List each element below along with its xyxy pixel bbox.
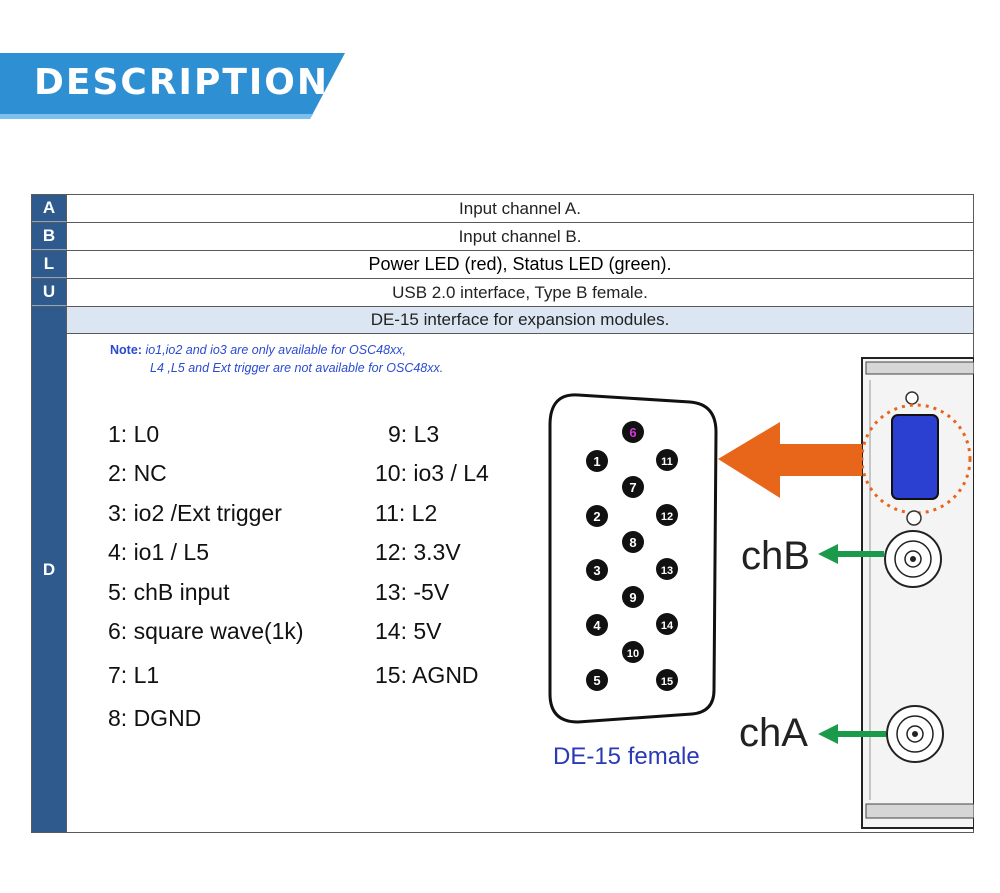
de15-pin-8: 8	[622, 531, 644, 553]
svg-text:14: 14	[661, 620, 674, 632]
svg-text:12: 12	[661, 511, 673, 523]
pin-label: 9: L3	[388, 421, 440, 447]
row-key-d: D	[32, 307, 67, 832]
description-table: A Input channel A. B Input channel B. L …	[31, 194, 974, 833]
de15-pin-12: 12	[656, 504, 678, 526]
svg-text:15: 15	[661, 676, 673, 688]
table-row-a: A Input channel A.	[32, 195, 973, 223]
pin-label: 2: NC	[108, 460, 167, 486]
note: Note: io1,io2 and io3 are only available…	[110, 343, 444, 375]
device-body	[860, 357, 974, 829]
de15-pin-2: 2	[586, 505, 608, 527]
pin-label: 1: L0	[108, 421, 160, 447]
pin-label: 12: 3.3V	[375, 539, 461, 565]
svg-text:8: 8	[629, 535, 636, 550]
pin-label: 13: -5V	[375, 579, 450, 605]
de15-pin-1: 1	[586, 450, 608, 472]
de15-pin-15: 15	[656, 669, 678, 691]
table-row-b: B Input channel B.	[32, 223, 973, 251]
pin-label: 3: io2 /Ext trigger	[108, 500, 282, 526]
svg-text:5: 5	[593, 673, 600, 688]
pin-label: 6: square wave(1k)	[108, 618, 304, 644]
pin-label: 4: io1 / L5	[108, 539, 210, 565]
note-label: Note	[110, 343, 138, 357]
row-value: Input channel A.	[459, 198, 581, 218]
de15-pin-6: 6	[622, 421, 644, 443]
de15-pin-9: 9	[622, 586, 644, 608]
svg-text:9: 9	[629, 590, 636, 605]
de15-pin-4: 4	[586, 614, 608, 636]
note-line-2: L4 ,L5 and Ext trigger are not available…	[150, 361, 444, 375]
chb-label: chB	[741, 534, 810, 578]
svg-text:7: 7	[629, 480, 636, 495]
orange-arrow	[718, 422, 862, 498]
green-pointer-cha	[818, 724, 886, 744]
pin-label: 8: DGND	[108, 705, 202, 731]
svg-text:6: 6	[629, 425, 636, 440]
pin-label: 14: 5V	[375, 618, 442, 644]
pin-label: 7: L1	[108, 662, 160, 688]
de15-outline	[548, 393, 718, 724]
table-row-u: U USB 2.0 interface, Type B female.	[32, 279, 973, 307]
svg-text:3: 3	[593, 563, 600, 578]
table-row-l: L Power LED (red), Status LED (green).	[32, 251, 973, 279]
row-value: Power LED (red), Status LED (green).	[368, 254, 672, 274]
row-key: L	[32, 251, 67, 278]
de15-pin-13: 13	[656, 558, 678, 580]
svg-text:4: 4	[593, 618, 601, 633]
svg-text:10: 10	[627, 648, 639, 660]
svg-text:11: 11	[661, 456, 673, 468]
row-value: USB 2.0 interface, Type B female.	[392, 282, 648, 302]
de15-caption: DE-15 female	[553, 743, 700, 770]
banner-shape	[0, 53, 345, 119]
de15-pin-10: 10	[622, 641, 644, 663]
row-key: A	[32, 195, 67, 222]
banner-title: DESCRIPTION	[34, 62, 330, 103]
row-key: B	[32, 223, 67, 250]
label-column	[32, 195, 67, 832]
de15-pin-14: 14	[656, 613, 678, 635]
pin-label: 11: L2	[375, 500, 438, 526]
row-value: Input channel B.	[458, 226, 582, 246]
svg-text:1: 1	[593, 454, 600, 469]
de15-header: DE-15 interface for expansion modules.	[67, 307, 973, 334]
green-pointer-chb	[818, 544, 884, 564]
de15-pin-11: 11	[656, 449, 678, 471]
pin-label: 5: chB input	[108, 579, 230, 605]
pin-label: 15: AGND	[375, 662, 479, 688]
svg-text:13: 13	[661, 565, 673, 577]
cha-label: chA	[739, 711, 808, 755]
description-banner	[0, 53, 345, 119]
row-key: U	[32, 279, 67, 306]
pin-label: 10: io3 / L4	[375, 460, 489, 486]
de15-pin-7: 7	[622, 476, 644, 498]
note-line-1: io1,io2 and io3 are only available for O…	[145, 343, 407, 357]
svg-text:2: 2	[593, 509, 600, 524]
de15-pin-5: 5	[586, 669, 608, 691]
de15-pin-3: 3	[586, 559, 608, 581]
